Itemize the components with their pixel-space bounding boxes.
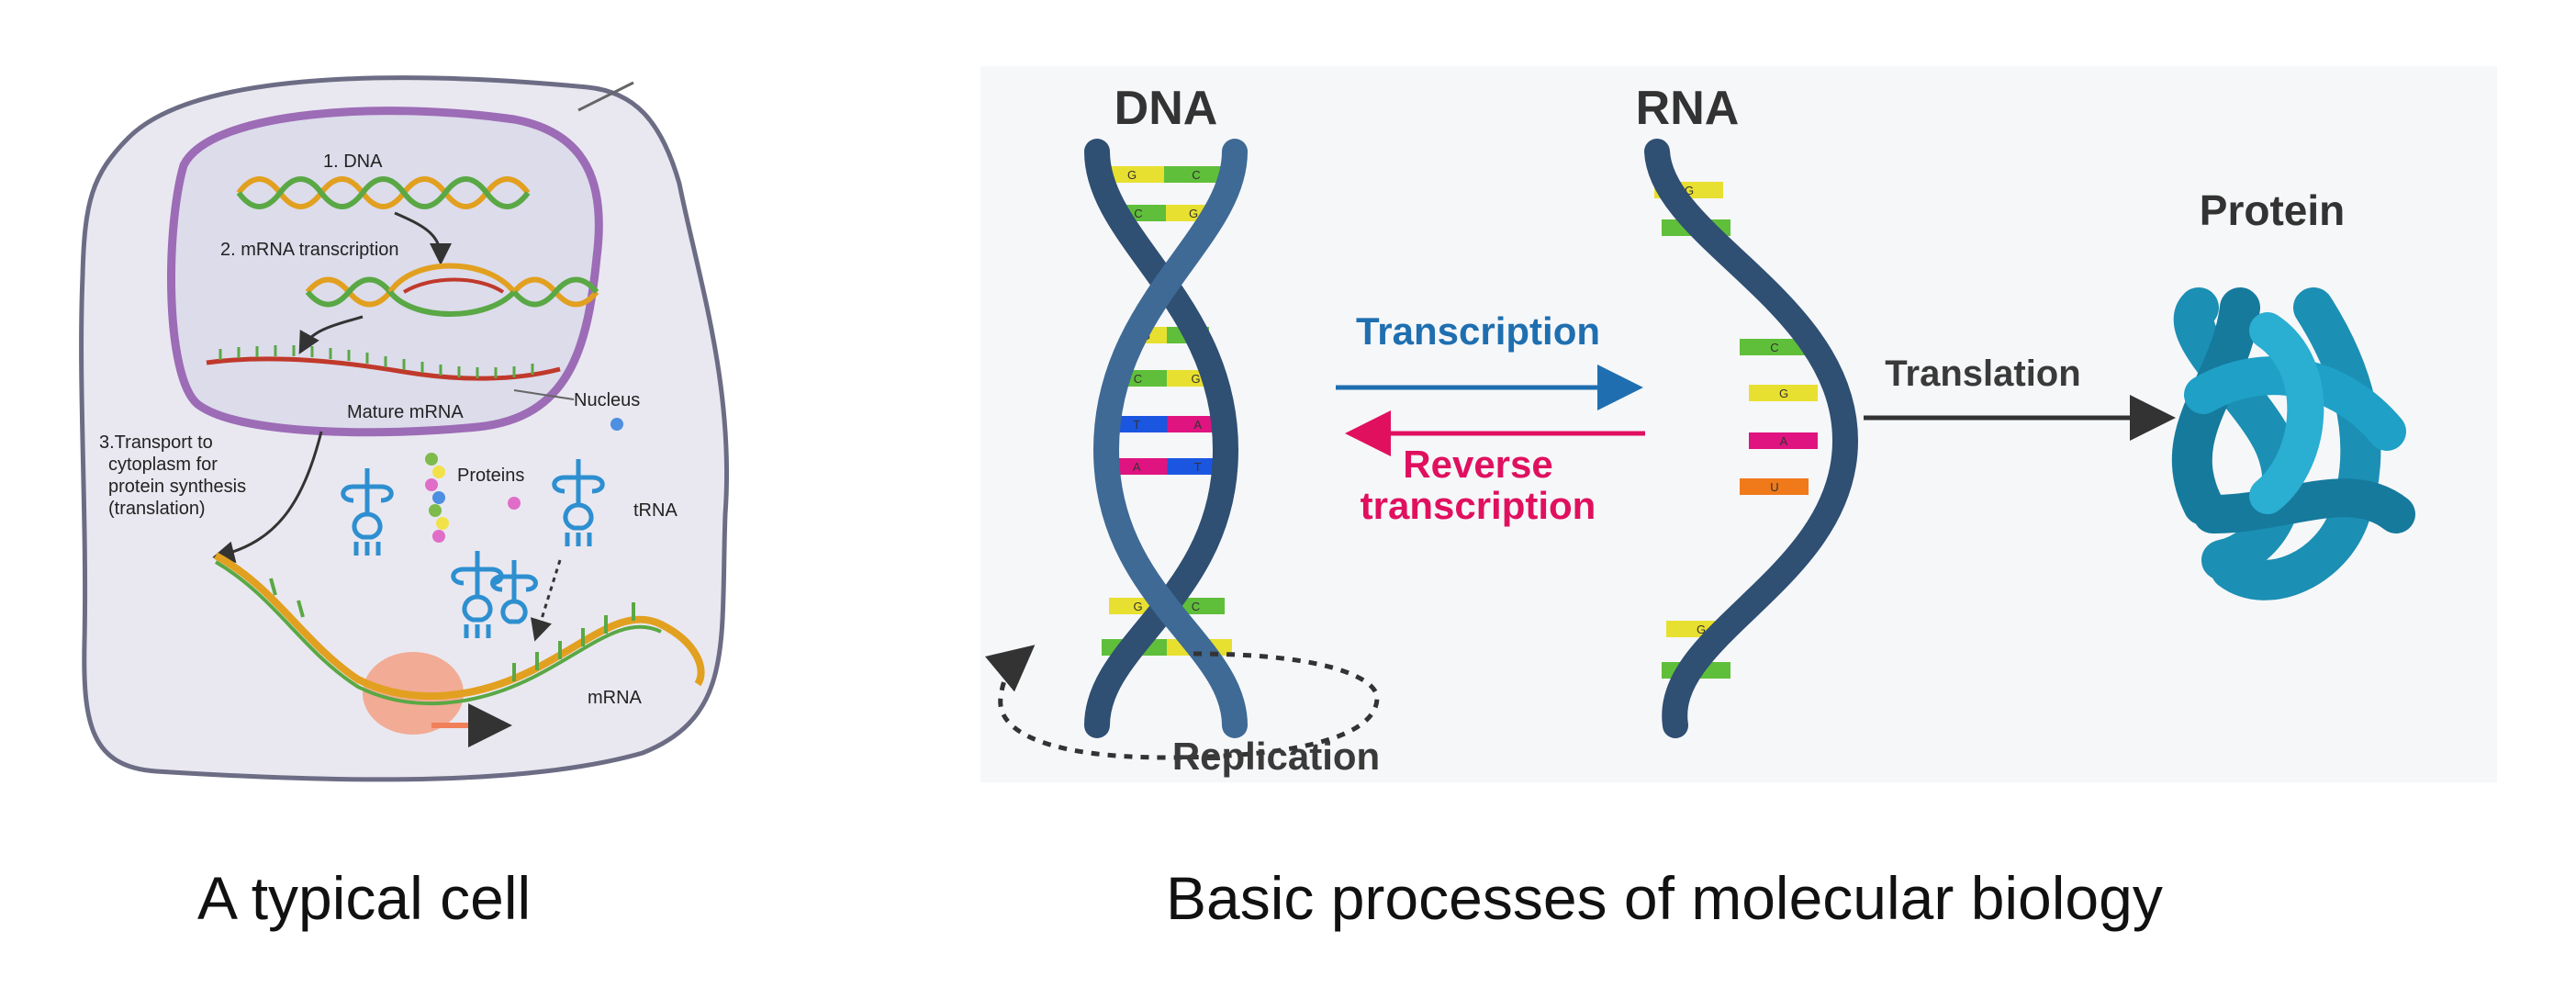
cell-label-nucleus: Nucleus [574, 390, 640, 410]
dna-base-label-right-6: C [1192, 600, 1200, 613]
cell-label-mrna-transcription: 2. mRNA transcription [220, 240, 399, 260]
dna-base-left-0 [1100, 166, 1164, 183]
nucleus [167, 107, 603, 437]
cell-label-transport-4: (translation) [108, 499, 206, 519]
dna-base-label-left-6: G [1133, 600, 1142, 613]
cell-pointer-line [577, 81, 634, 112]
dna-base-left-5 [1106, 458, 1168, 475]
rna-base-2 [1740, 339, 1809, 355]
cell-label-transport-3: protein synthesis [108, 477, 246, 497]
arrow-dna-to-transcription [394, 211, 452, 265]
protein-title: Protein [2200, 186, 2345, 234]
dna-base-label-right-5: T [1194, 460, 1202, 474]
dna-base-label-left-0: G [1127, 168, 1137, 182]
cell-label-transport-2: cytoplasm for [108, 455, 218, 475]
rna-base-label-5: U [1770, 480, 1778, 494]
reverse-transcription-label-1: Reverse [1403, 443, 1552, 486]
dna-base-right-0 [1164, 166, 1228, 183]
dna-base-label-right-0: C [1192, 168, 1200, 182]
cell-label-transport-1: 3.Transport to [99, 432, 213, 453]
dna-base-label-right-4: A [1193, 418, 1202, 432]
dna-backbone-left [1084, 139, 1239, 738]
rna-base-5 [1740, 478, 1809, 495]
cell-label-proteins: Proteins [457, 466, 524, 486]
rna-base-label-3: G [1779, 387, 1788, 400]
trna-molecules [341, 459, 605, 638]
transcription-bubble-helix [305, 263, 599, 317]
translation-label: Translation [1885, 354, 2080, 394]
rna-base-3 [1749, 385, 1818, 401]
arrow-to-mature-mrna [298, 315, 364, 354]
dna-backbone-right [1092, 139, 1248, 738]
dna-base-label-left-5: A [1133, 460, 1141, 474]
replication-label: Replication [1172, 735, 1380, 778]
rna-base-label-6: G [1697, 623, 1706, 636]
dna-base-label-right-3: G [1191, 372, 1200, 386]
cell-label-mrna: mRNA [588, 688, 643, 708]
nucleus-dna-helix [236, 176, 531, 209]
arrow-trna-dotted [531, 559, 562, 642]
cell-illustration: 1. DNA 2. mRNA transcription [79, 75, 730, 782]
transcription-label: Transcription [1356, 309, 1600, 353]
cell-label-mature-mrna: Mature mRNA [347, 402, 464, 422]
cell-label-dna: 1. DNA [323, 152, 383, 172]
dogma-caption: Basic processes of molecular biology [1166, 864, 2163, 932]
dna-base-label-left-3: C [1134, 372, 1142, 386]
nucleus-pointer-line [513, 389, 575, 400]
cytoplasm-mrna [214, 552, 705, 706]
dna-base-label-left-4: T [1133, 418, 1140, 432]
dna-title: DNA [1114, 82, 1218, 135]
rna-base-label-2: C [1770, 341, 1778, 354]
cell-label-trna: tRNA [633, 500, 678, 521]
rna-base-label-4: A [1780, 434, 1788, 448]
reverse-transcription-label-2: transcription [1361, 484, 1596, 527]
mature-mrna-strand [206, 345, 561, 381]
rna-title: RNA [1636, 82, 1740, 135]
cell-caption: A typical cell [197, 864, 532, 932]
rna-base-4 [1749, 432, 1818, 449]
arrow-transport [212, 431, 323, 563]
dna-base-label-right-1: G [1189, 207, 1198, 220]
protein-structure [2171, 287, 2415, 601]
rna-backbone [1644, 139, 1859, 738]
protein-beads [425, 418, 623, 543]
rna-base-label-0: G [1685, 184, 1694, 197]
dna-base-label-left-1: C [1134, 207, 1142, 220]
dna-base-left-4 [1106, 416, 1168, 432]
